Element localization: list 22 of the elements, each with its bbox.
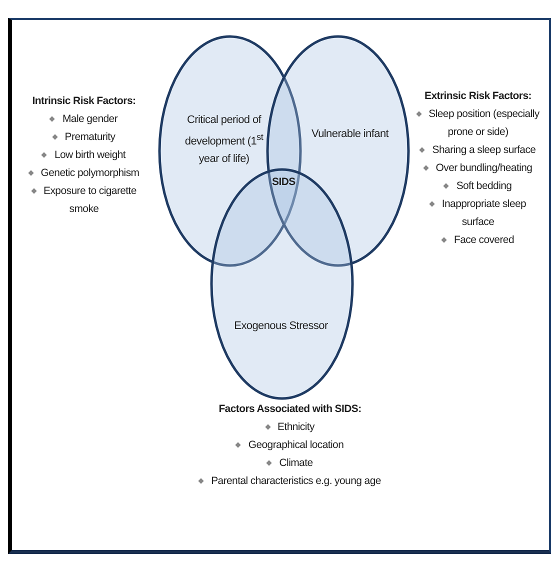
list-item: Sharing a sleep surface	[432, 144, 536, 156]
circle-label: Exogenous Stressor	[233, 319, 329, 334]
list-item: Low birth weight	[54, 149, 126, 161]
list-heading: Intrinsic Risk Factors:	[32, 95, 136, 107]
list-item: Over bundling/heating	[436, 162, 532, 174]
circle-label: Vulnerable infant	[310, 127, 390, 142]
circle-label: Critical period of development (1$^{st}$ year of life)	[184, 113, 264, 167]
list-item: Climate	[279, 457, 313, 469]
list-heading: Factors Associated with SIDS:	[218, 403, 362, 415]
list-item: Genetic polymorphism	[40, 167, 140, 179]
list-item: Male gender	[62, 113, 118, 125]
center-label: SIDS	[272, 176, 296, 188]
list-item: Ethnicity	[278, 421, 314, 433]
list-item: Exposure to cigarette smoke	[44, 185, 136, 215]
list-item: Inappropriate sleep surface	[442, 198, 526, 228]
list-item: Parental characteristics e.g. young age	[211, 475, 381, 487]
list-item: Soft bedding	[456, 180, 512, 192]
list-item: Sleep position (especially prone or side)	[428, 108, 540, 138]
list-item: Face covered	[454, 234, 514, 246]
list-heading: Extrinsic Risk Factors:	[424, 90, 532, 102]
list-item: Prematurity	[64, 131, 116, 143]
list-item: Geographical location	[248, 439, 344, 451]
